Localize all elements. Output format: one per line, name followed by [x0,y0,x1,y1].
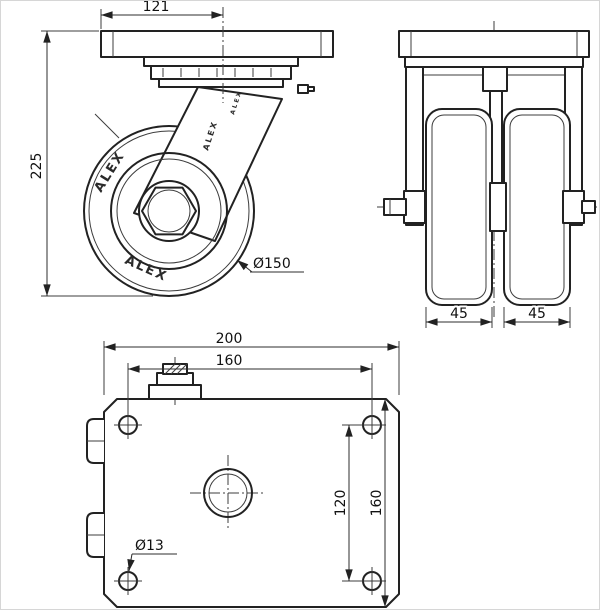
side-tab-lower [86,512,104,558]
front-plate-hole-lines [410,31,578,57]
wheel-left [425,108,493,306]
wheel-brand-text-upper: ALEX [92,149,129,195]
dimension-225: 225 [27,30,153,297]
dimension-160-right: 160 [367,399,389,607]
bolt-hole-top-left [114,411,142,439]
dimension-120: 120 [331,424,363,582]
side-plate-hole-lines [112,31,322,57]
dim-200-label: 200 [216,331,243,347]
side-view: ALEX ALEX ALEX ALEX 121 225 Ø150 [27,1,334,297]
mounting-plate-outline [103,398,400,608]
wheel-right [503,108,571,306]
swivel-bearing-race [150,65,292,80]
axle-bolt-head [383,198,407,216]
dim-45-left-label: 45 [450,306,468,322]
dimension-121: 121 [100,1,224,29]
dim-225-label: 225 [29,153,45,180]
weld-leader-line [94,113,120,139]
plan-view: 200 160 120 160 Ø13 [86,329,400,608]
dimension-wheel-diameter: Ø150 [236,254,304,274]
bearing-race-ticks [162,68,272,77]
dim-160-top-label: 160 [216,353,243,369]
center-boss [190,455,266,531]
dimension-160-top: 160 [127,351,373,415]
dim-121-label: 121 [143,1,170,15]
grease-fitting [297,84,315,94]
fork-leg-left [405,66,424,226]
wheel-tire-outer [83,125,255,297]
dimension-45-left: 45 [425,304,493,328]
wheel-rim-outer [110,152,228,270]
front-view: 45 45 [377,21,599,328]
axle-boss-left [403,190,426,224]
hub-spacer [489,182,507,232]
side-tab-upper [86,418,104,464]
dimension-200: 200 [103,329,400,395]
dimension-hole-diameter: Ø13 [127,536,177,572]
bolt-hole-bottom-left [114,567,142,595]
dim-160-right-label: 160 [369,490,385,517]
dim-d13-label: Ø13 [135,538,164,554]
wheel-rim-inner-line [116,158,222,264]
axle-washer-circle [147,189,191,233]
axle-nut-right [581,200,596,214]
front-top-plate [398,30,590,58]
swivel-top-race [143,56,299,67]
wheel-tire-inner-line [88,130,250,292]
dim-45-right-label: 45 [528,306,546,322]
top-bracket [148,357,202,405]
dimension-45-right: 45 [503,304,571,328]
dim-d150-label: Ø150 [253,256,291,272]
side-top-plate [100,30,334,58]
axle-hex-nut [141,186,197,236]
front-sub-plate [404,56,584,68]
kingpin-block [482,66,508,92]
fork-crown [158,78,284,88]
axle-boss-right [562,190,585,224]
dim-120-label: 120 [333,490,349,517]
